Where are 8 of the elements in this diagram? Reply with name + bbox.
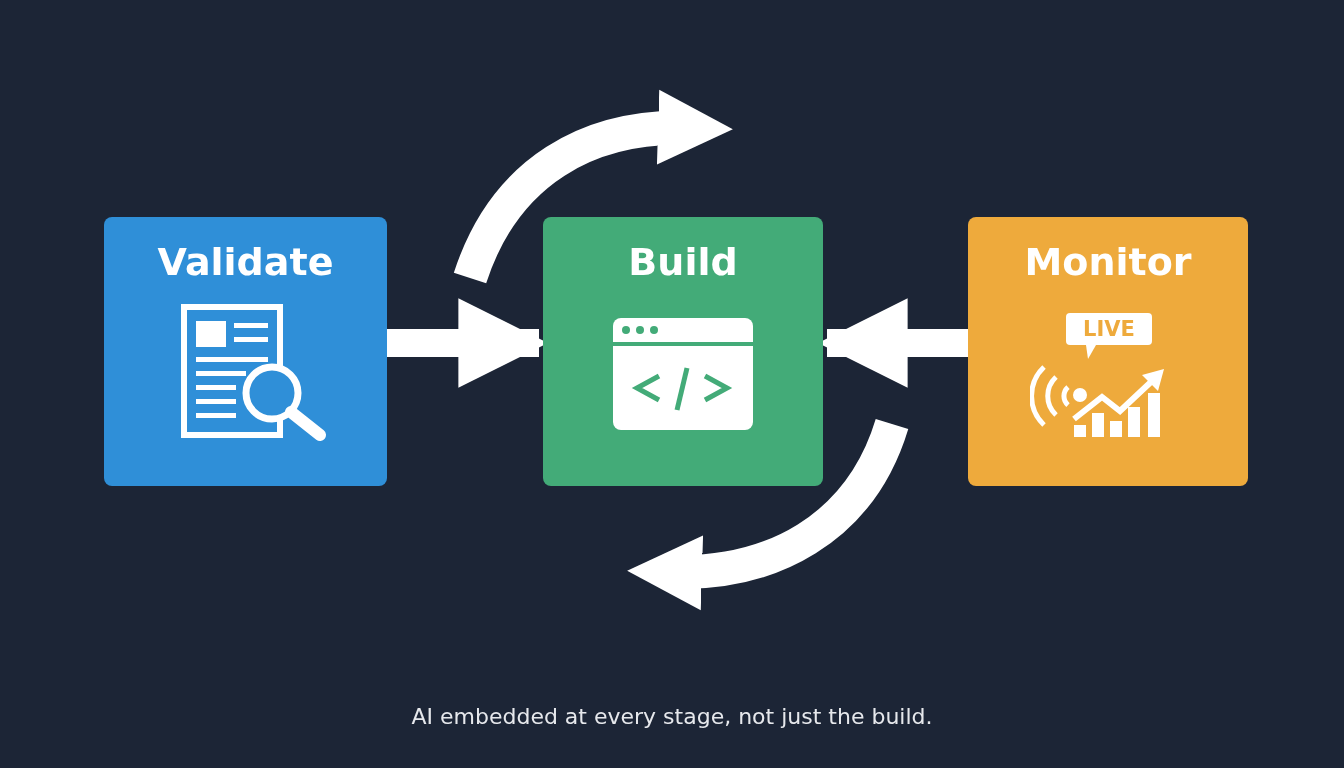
stage-title: Build — [628, 239, 738, 285]
live-badge: LIVE — [1066, 313, 1152, 345]
stage-card — [543, 217, 823, 486]
stage-card — [968, 217, 1248, 486]
stage-title: Monitor — [1024, 239, 1192, 285]
caption: AI embedded at every stage, not just the build. — [410, 704, 934, 729]
stage-title: Validate — [157, 239, 334, 285]
stage-card — [104, 217, 387, 486]
